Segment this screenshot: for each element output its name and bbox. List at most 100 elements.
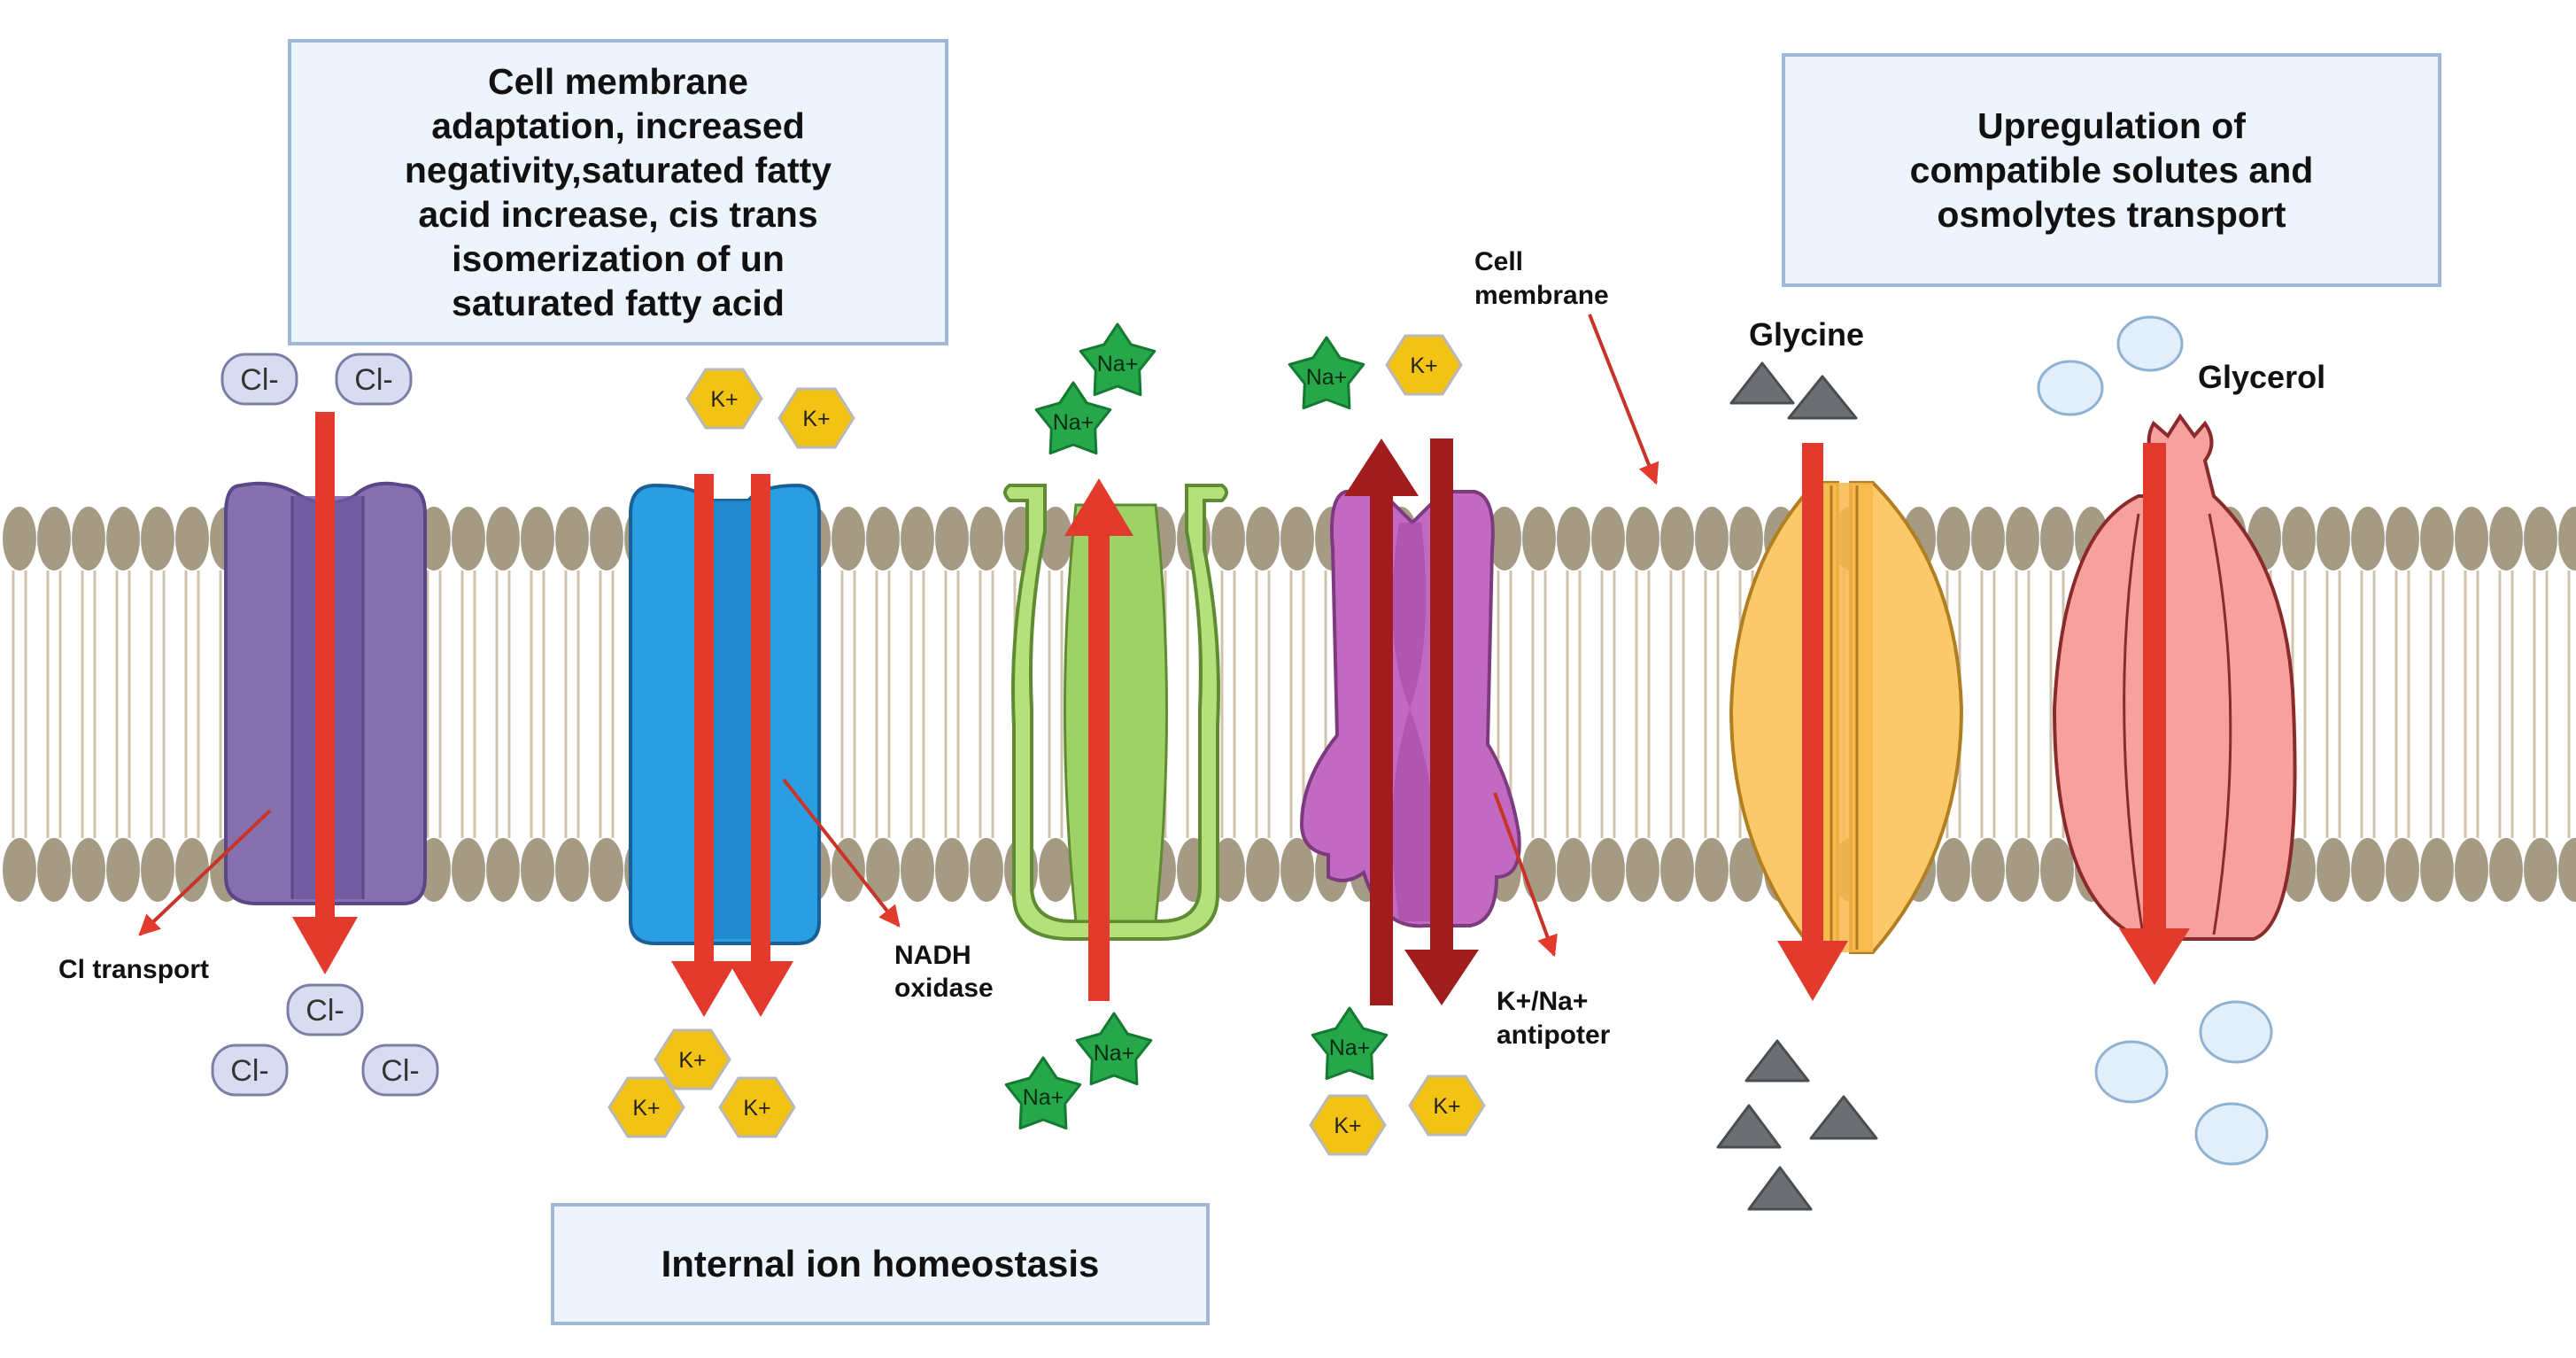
phospholipid-head (901, 507, 934, 570)
na-ion-label: Na+ (1306, 365, 1348, 390)
phospholipid-head (141, 507, 174, 570)
phospholipid-head (1591, 507, 1625, 570)
phospholipid-head (2351, 507, 2385, 570)
label-cell-membrane-line2: membrane (1474, 281, 1609, 310)
glycine-molecule (1747, 1166, 1813, 1211)
nadh-oxidase-channel (629, 483, 821, 945)
phospholipid-head (1591, 838, 1625, 902)
phospholipid-head (1660, 507, 1694, 570)
phospholipid-head (3, 507, 36, 570)
phospholipid-head (555, 838, 589, 902)
glycine-molecule (1729, 361, 1795, 405)
k-ion: K+ (685, 368, 763, 430)
cl-ion: Cl- (286, 983, 364, 1036)
phospholipid-head (486, 838, 520, 902)
phospholipid-head (1488, 507, 1521, 570)
phospholipid-head (1522, 838, 1556, 902)
phospholipid-head (1937, 507, 1970, 570)
phospholipid-head (2558, 507, 2576, 570)
phospholipid-head (1971, 507, 2005, 570)
cl-ion-label: Cl- (240, 363, 278, 397)
phospholipid-head (452, 507, 485, 570)
k-ion-label: K+ (678, 1048, 706, 1073)
k-ion-label: K+ (1410, 353, 1437, 378)
pointer-arrows (138, 314, 1659, 958)
na-ion: Na+ (1034, 381, 1112, 455)
label-glycerol: Glycerol (2198, 359, 2325, 395)
membrane-adaptation-box: Cell membrane adaptation, increased nega… (288, 39, 948, 345)
phospholipid-head (1557, 507, 1590, 570)
phospholipid-head (866, 838, 900, 902)
phospholipid-head (590, 838, 623, 902)
cl-ion: Cl- (361, 1044, 439, 1097)
glycerol-molecule (2116, 315, 2184, 372)
k-ion-label: K+ (1334, 1114, 1361, 1138)
phospholipid-head (935, 838, 969, 902)
phospholipid-head (832, 838, 865, 902)
phospholipid-head (37, 838, 71, 902)
phospholipid-head (486, 507, 520, 570)
glycine-molecule (1716, 1104, 1782, 1149)
label-cl-transport: Cl transport (58, 955, 209, 984)
phospholipid-head (106, 838, 140, 902)
k-ion: K+ (654, 1028, 731, 1090)
phospholipid-head (521, 507, 554, 570)
cl-ion-label: Cl- (354, 363, 392, 397)
phospholipid-head (2524, 507, 2557, 570)
k-ion: K+ (1309, 1094, 1387, 1156)
phospholipid-head (2040, 838, 2074, 902)
cl-ions: Cl- Cl- Cl- Cl- Cl- (211, 353, 439, 1097)
phospholipid-head (2351, 838, 2385, 902)
phospholipid-head (1211, 507, 1245, 570)
transport-arrows (292, 412, 2190, 1017)
label-cell-membrane-line1: Cell (1474, 247, 1523, 276)
phospholipid-head (106, 507, 140, 570)
k-ion-label: K+ (802, 407, 830, 431)
cl-ion-label: Cl- (230, 1054, 268, 1088)
k-ion: K+ (1385, 334, 1463, 396)
phospholipid-head (935, 507, 969, 570)
phospholipid-head (1211, 838, 1245, 902)
cl-ion-label: Cl- (306, 994, 344, 1028)
k-ions: K+ K+ K+ K+ K+ K+ (607, 334, 1486, 1156)
glycerol-molecule (2199, 1000, 2273, 1064)
phospholipid-head (1729, 838, 1763, 902)
na-ion-label: Na+ (1023, 1085, 1064, 1110)
phospholipid-head (2455, 838, 2488, 902)
na-ion-label: Na+ (1094, 1041, 1135, 1066)
phospholipid-head (2282, 507, 2316, 570)
phospholipid-head (2386, 838, 2419, 902)
glycine-molecule (1744, 1039, 1810, 1083)
glycine-molecules (1716, 361, 1878, 1211)
phospholipid-head (1695, 507, 1729, 570)
membrane-adaptation-text: Cell membrane adaptation, increased nega… (404, 61, 832, 323)
phospholipid-head (2317, 507, 2350, 570)
k-ion: K+ (607, 1076, 685, 1138)
phospholipid-head (521, 838, 554, 902)
glycine-molecule (1809, 1095, 1878, 1140)
phospholipid-head (452, 838, 485, 902)
diagram-labels: Cell membrane Glycine Glycerol Cl transp… (58, 247, 2325, 1050)
phospholipid-head (2006, 507, 2039, 570)
compatible-solutes-text: Upregulation of compatible solutes and o… (1909, 105, 2314, 235)
phospholipid-head (37, 507, 71, 570)
phospholipid-head (1280, 507, 1314, 570)
label-antiporter-line1: K+/Na+ (1497, 987, 1588, 1016)
phospholipid-head (590, 507, 623, 570)
label-glycine: Glycine (1749, 316, 1864, 353)
phospholipid-head (866, 507, 900, 570)
phospholipid-head (3, 838, 36, 902)
phospholipid-head (555, 507, 589, 570)
label-nadh-line1: NADH (894, 941, 971, 970)
phospholipid-head (2317, 838, 2350, 902)
phospholipid-head (1280, 838, 1314, 902)
phospholipid-head (1246, 838, 1280, 902)
phospholipid-head (1246, 507, 1280, 570)
phospholipid-head (2386, 507, 2419, 570)
k-ion-label: K+ (710, 387, 738, 412)
phospholipid-head (1937, 838, 1970, 902)
glycine-molecule (1787, 375, 1858, 420)
phospholipid-head (141, 838, 174, 902)
na-ion-label: Na+ (1053, 410, 1095, 435)
